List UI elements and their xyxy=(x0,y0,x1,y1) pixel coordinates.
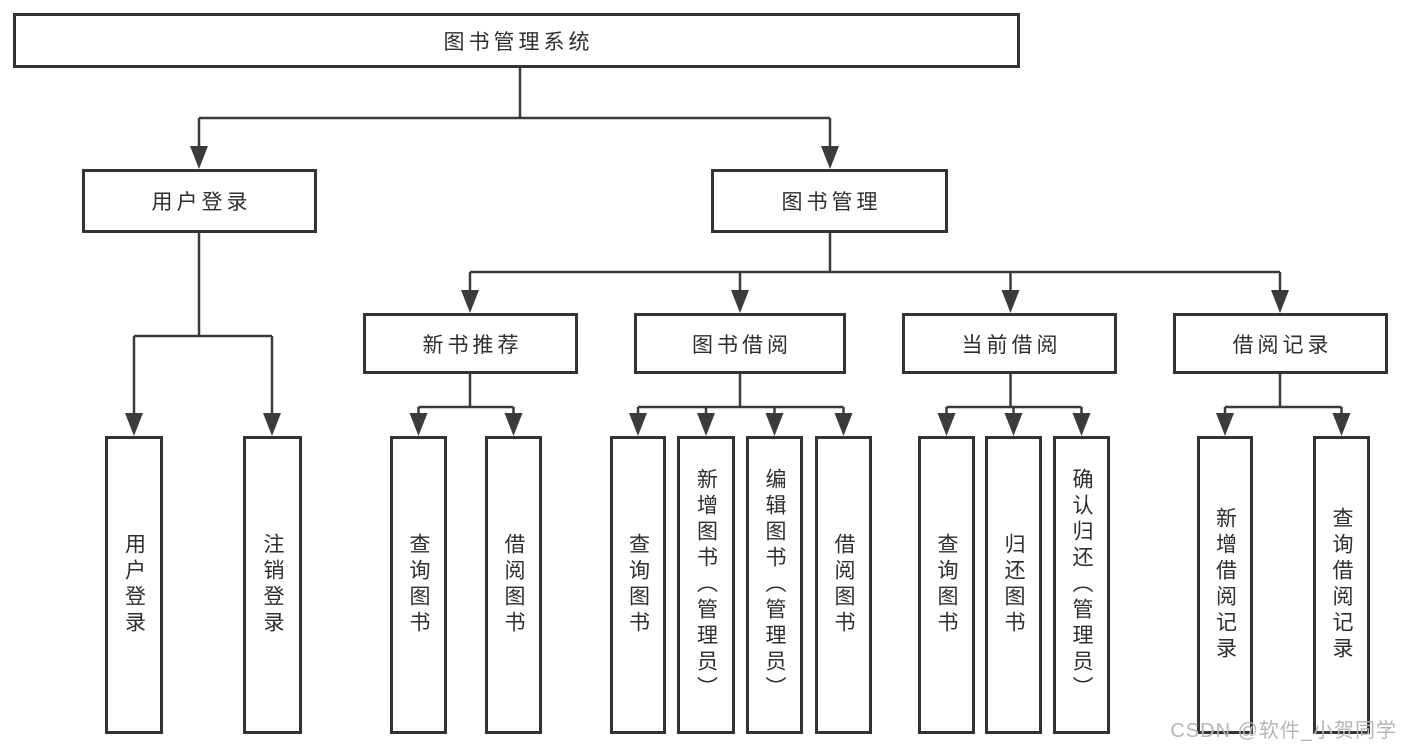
leaf-records-add-record: 新增借阅记录 xyxy=(1197,436,1253,734)
leaf-current-return-books-label: 归还图书 xyxy=(1002,533,1026,637)
leaf-borrowing-edit-books-admin-label: 编辑图书（管理员） xyxy=(763,468,787,702)
leaf-user-login: 用户登录 xyxy=(105,436,163,734)
leaf-user-login-label: 用户登录 xyxy=(122,533,146,637)
leaf-current-confirm-return-admin: 确认归还（管理员） xyxy=(1053,436,1110,734)
node-borrowing-records-label: 借阅记录 xyxy=(1232,333,1333,357)
node-book-borrowing: 图书借阅 xyxy=(634,313,846,374)
node-book-management: 图书管理 xyxy=(711,169,948,233)
csdn-watermark: CSDN @软件_小贺同学 xyxy=(1170,720,1397,742)
leaf-logout: 注销登录 xyxy=(243,436,302,734)
leaf-current-query-books-label: 查询图书 xyxy=(935,533,959,637)
leaf-current-return-books: 归还图书 xyxy=(985,436,1042,734)
leaf-borrowing-borrow-books-label: 借阅图书 xyxy=(832,533,856,637)
leaf-borrowing-borrow-books: 借阅图书 xyxy=(815,436,872,734)
leaf-borrowing-add-books-admin-label: 新增图书（管理员） xyxy=(694,468,718,702)
leaf-current-query-books: 查询图书 xyxy=(918,436,975,734)
leaf-recommend-query-books-label: 查询图书 xyxy=(407,533,431,637)
arrowheads xyxy=(125,146,1351,436)
node-root: 图书管理系统 xyxy=(13,13,1020,68)
leaf-borrowing-add-books-admin: 新增图书（管理员） xyxy=(677,436,735,734)
leaf-recommend-query-books: 查询图书 xyxy=(390,436,447,734)
node-borrowing-records: 借阅记录 xyxy=(1173,313,1388,374)
leaf-records-add-record-label: 新增借阅记录 xyxy=(1213,507,1237,663)
node-current-borrowing: 当前借阅 xyxy=(902,313,1117,374)
leaf-records-query-record: 查询借阅记录 xyxy=(1313,436,1370,734)
node-book-borrowing-label: 图书借阅 xyxy=(692,333,792,357)
leaf-borrowing-query-books-label: 查询图书 xyxy=(626,533,650,637)
node-user-login-label: 用户登录 xyxy=(151,191,252,214)
leaf-recommend-borrow-books: 借阅图书 xyxy=(485,436,542,734)
node-new-book-recommend: 新书推荐 xyxy=(363,313,578,374)
node-book-management-label: 图书管理 xyxy=(781,191,882,214)
leaf-current-confirm-return-admin-label: 确认归还（管理员） xyxy=(1070,468,1094,702)
node-user-login: 用户登录 xyxy=(82,169,317,233)
leaf-logout-label: 注销登录 xyxy=(261,533,285,637)
leaf-borrowing-query-books: 查询图书 xyxy=(610,436,666,734)
node-root-label: 图书管理系统 xyxy=(443,30,594,54)
node-current-borrowing-label: 当前借阅 xyxy=(961,333,1062,357)
leaf-borrowing-edit-books-admin: 编辑图书（管理员） xyxy=(746,436,803,734)
leaf-recommend-borrow-books-label: 借阅图书 xyxy=(502,533,526,637)
node-new-book-recommend-label: 新书推荐 xyxy=(422,333,523,357)
leaf-records-query-record-label: 查询借阅记录 xyxy=(1330,507,1354,663)
